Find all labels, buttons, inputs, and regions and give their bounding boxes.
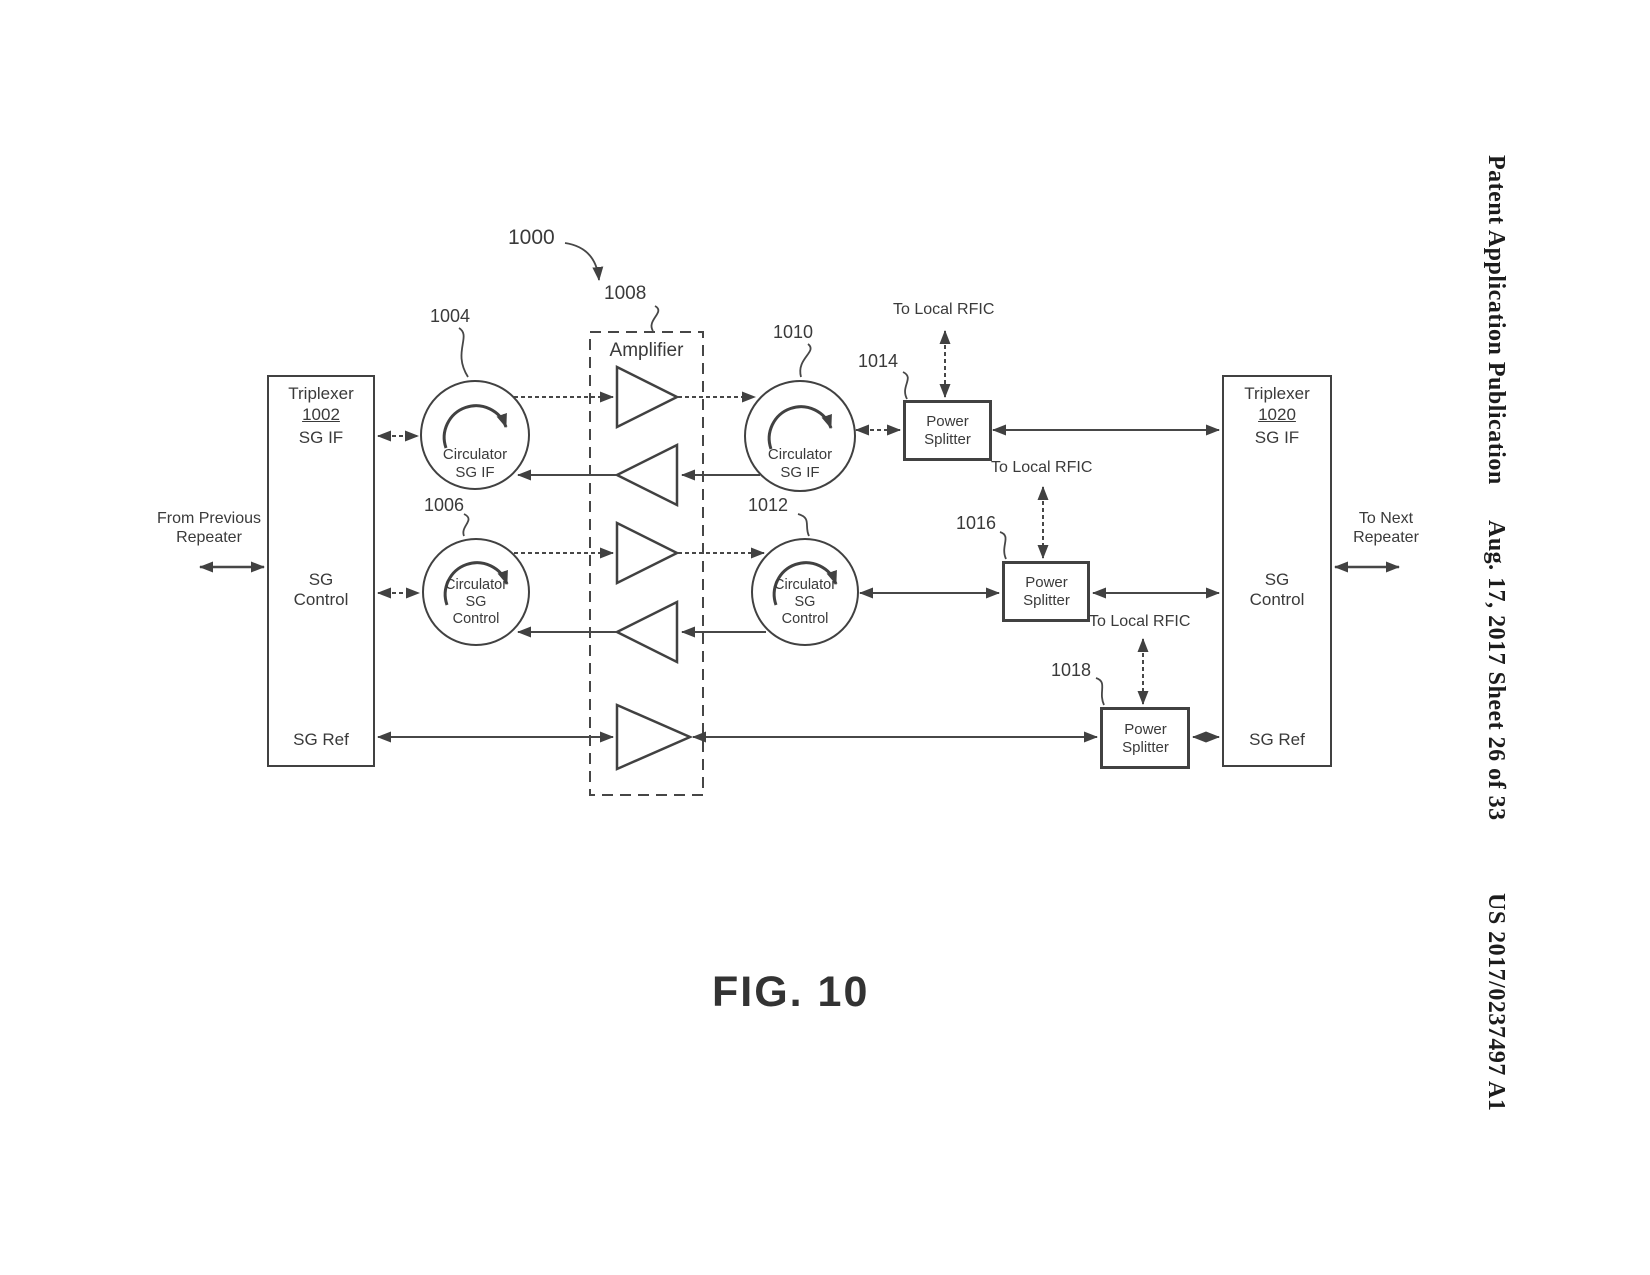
power-splitter-1014-label: Power Splitter bbox=[924, 413, 971, 448]
leader-1010 bbox=[799, 343, 812, 378]
power-splitter-1016-box bbox=[1002, 561, 1090, 622]
ref-label-1000: 1000 bbox=[508, 226, 555, 249]
circulator-1004-label: Circulator SG IF bbox=[442, 446, 508, 481]
power-splitter-1014-box bbox=[903, 400, 992, 461]
to-next-repeater-label: To Next Repeater bbox=[1353, 510, 1419, 546]
amp-triangle-control-forward bbox=[615, 520, 680, 586]
triplexer-1002-box bbox=[267, 375, 375, 767]
leader-1016 bbox=[999, 531, 1007, 560]
ref-label-1006: 1006 bbox=[424, 495, 465, 515]
power-splitter-1018-box bbox=[1100, 707, 1190, 769]
amp-triangle-ref bbox=[615, 703, 694, 771]
leader-1006 bbox=[462, 513, 470, 537]
circulator-1006-label: Circulator SG Control bbox=[445, 577, 508, 628]
ref-label-1018: 1018 bbox=[1051, 660, 1092, 680]
circulator-1012-label: Circulator SG Control bbox=[774, 577, 837, 628]
amp-triangle-if-forward bbox=[615, 364, 680, 430]
triplexer-1002-ref: 1002 bbox=[302, 405, 340, 424]
circulator-1010-label: Circulator SG IF bbox=[767, 446, 833, 481]
triplexer-1020-port-sg-control: SG Control bbox=[1249, 570, 1305, 610]
circulator-1004 bbox=[420, 380, 530, 490]
triplexer-1020-port-sg-if: SG IF bbox=[1254, 428, 1300, 447]
ref-label-1012: 1012 bbox=[748, 495, 789, 515]
header-date-sheet: Aug. 17, 2017 Sheet 26 of 33 bbox=[1483, 520, 1509, 821]
triplexer-1020-ref: 1020 bbox=[1258, 405, 1296, 424]
from-previous-repeater-label: From Previous Repeater bbox=[156, 510, 262, 546]
amp-triangle-if-return bbox=[614, 442, 679, 508]
header-doc-number: US 2017/0237497 A1 bbox=[1483, 893, 1509, 1112]
leader-1004 bbox=[458, 327, 469, 378]
leader-1014 bbox=[902, 371, 909, 400]
ref-label-1004: 1004 bbox=[430, 306, 471, 326]
ref-label-1014: 1014 bbox=[858, 351, 899, 371]
header-publication: Patent Application Publication bbox=[1483, 155, 1509, 485]
amplifier-label: Amplifier bbox=[609, 340, 684, 361]
ref-label-1010: 1010 bbox=[773, 322, 814, 342]
triplexer-1020-title: Triplexer bbox=[1244, 384, 1310, 403]
amplifier-dashed-box bbox=[589, 331, 704, 796]
leader-1000 bbox=[564, 242, 604, 281]
ref-label-1008: 1008 bbox=[604, 283, 647, 304]
triplexer-1002-title: Triplexer bbox=[288, 384, 354, 403]
leader-1012 bbox=[797, 513, 810, 537]
to-local-rfic-label-control: To Local RFIC bbox=[991, 459, 1093, 476]
power-splitter-1018-label: Power Splitter bbox=[1122, 721, 1169, 756]
leader-1018 bbox=[1095, 677, 1105, 706]
ref-label-1016: 1016 bbox=[956, 513, 997, 533]
circulator-1006 bbox=[422, 538, 530, 646]
power-splitter-1016-label: Power Splitter bbox=[1023, 574, 1070, 609]
triplexer-1002-port-sg-if: SG IF bbox=[298, 428, 344, 447]
triplexer-1020-box bbox=[1222, 375, 1332, 767]
circulator-1012 bbox=[751, 538, 859, 646]
to-local-rfic-label-ref: To Local RFIC bbox=[1089, 613, 1191, 630]
triplexer-1002-port-sg-ref: SG Ref bbox=[293, 730, 349, 749]
circulator-1010 bbox=[744, 380, 856, 492]
to-local-rfic-label-if: To Local RFIC bbox=[893, 301, 995, 318]
triplexer-1002-port-sg-control: SG Control bbox=[293, 570, 349, 610]
amp-triangle-control-return bbox=[614, 599, 679, 665]
figure-caption: FIG. 10 bbox=[712, 968, 870, 1016]
triplexer-1020-port-sg-ref: SG Ref bbox=[1249, 730, 1305, 749]
leader-1008 bbox=[650, 305, 660, 332]
